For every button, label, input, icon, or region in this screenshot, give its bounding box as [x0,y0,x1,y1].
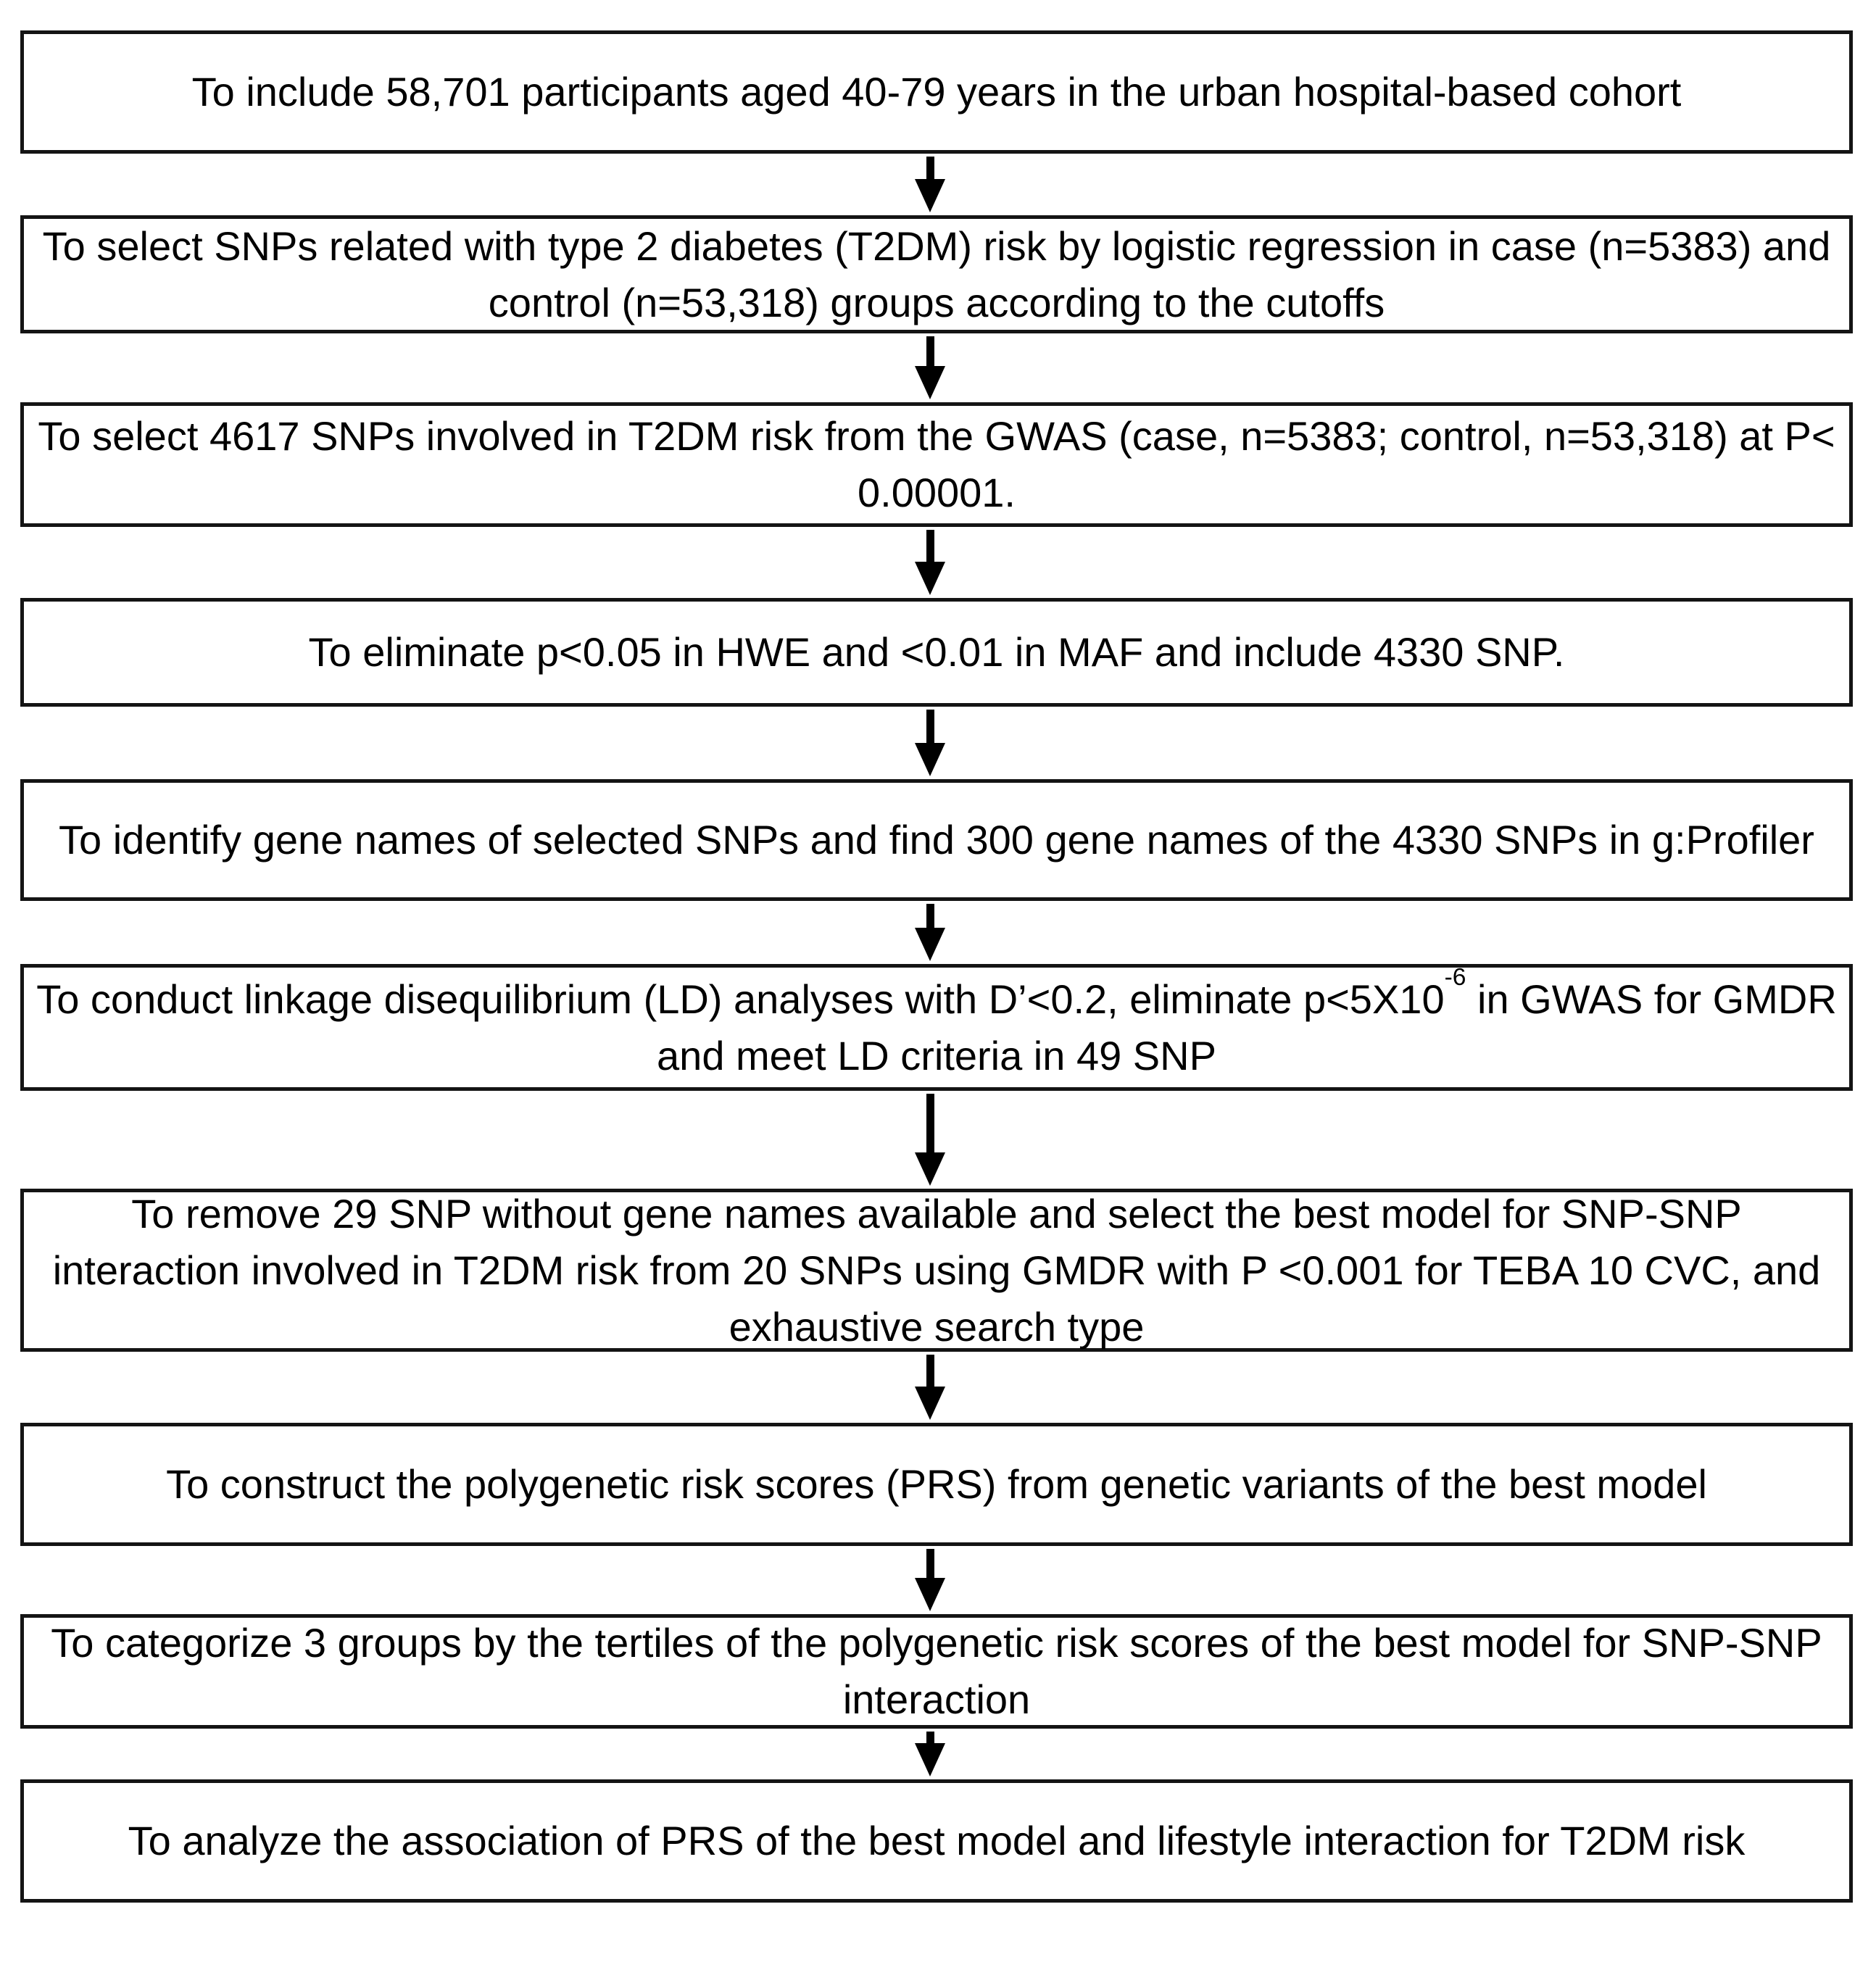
arrow-head [915,179,945,212]
arrow-shaft [926,1549,934,1579]
down-arrow-icon [915,710,945,776]
arrow-head [915,366,945,399]
down-arrow-icon [915,1549,945,1611]
arrow-head [915,1578,945,1611]
step-6-text-start: To conduct linkage disequilibrium (LD) a… [36,976,1445,1022]
arrow-shaft [926,1355,934,1388]
arrow-shaft [926,1732,934,1745]
step-1-box: To include 58,701 participants aged 40-7… [20,30,1853,154]
arrow-head [915,928,945,961]
step-8-box: To construct the polygenetic risk scores… [20,1423,1853,1546]
step-2-box: To select SNPs related with type 2 diabe… [20,215,1853,333]
down-arrow-icon [915,1732,945,1776]
step-6-superscript: -6 [1444,964,1466,992]
step-1-text: To include 58,701 participants aged 40-7… [191,69,1682,115]
arrow-head [915,562,945,595]
step-6-text: To conduct linkage disequilibrium (LD) a… [36,965,1838,1084]
step-2-text: To select SNPs related with type 2 diabe… [42,223,1831,325]
step-5-text: To identify gene names of selected SNPs … [59,817,1814,863]
step-9-text: To categorize 3 groups by the tertiles o… [51,1620,1822,1722]
step-3-box: To select 4617 SNPs involved in T2DM ris… [20,402,1853,527]
arrow-shaft [926,1094,934,1154]
step-4-box: To eliminate p<0.05 in HWE and <0.01 in … [20,598,1853,707]
down-arrow-icon [915,157,945,212]
step-10-box: To analyze the association of PRS of the… [20,1779,1853,1903]
down-arrow-icon [915,1094,945,1186]
step-6-text-end: in GWAS for GMDR and meet LD criteria in… [657,976,1837,1078]
arrow-head [915,1152,945,1186]
arrow-head [915,743,945,776]
step-3-text: To select 4617 SNPs involved in T2DM ris… [38,413,1835,515]
arrow-head [915,1387,945,1420]
arrow-shaft [926,157,934,180]
down-arrow-icon [915,904,945,961]
step-5-box: To identify gene names of selected SNPs … [20,779,1853,901]
step-8-text: To construct the polygenetic risk scores… [166,1461,1707,1507]
down-arrow-icon [915,1355,945,1420]
step-7-box: To remove 29 SNP without gene names avai… [20,1189,1853,1352]
arrow-shaft [926,336,934,367]
arrow-shaft [926,710,934,744]
step-9-box: To categorize 3 groups by the tertiles o… [20,1614,1853,1729]
down-arrow-icon [915,336,945,399]
step-10-text: To analyze the association of PRS of the… [128,1818,1746,1863]
step-6-box: To conduct linkage disequilibrium (LD) a… [20,964,1853,1091]
arrow-shaft [926,904,934,929]
arrow-head [915,1743,945,1776]
step-7-text: To remove 29 SNP without gene names avai… [52,1190,1821,1350]
step-4-text: To eliminate p<0.05 in HWE and <0.01 in … [308,629,1565,675]
arrow-shaft [926,530,934,563]
down-arrow-icon [915,530,945,595]
